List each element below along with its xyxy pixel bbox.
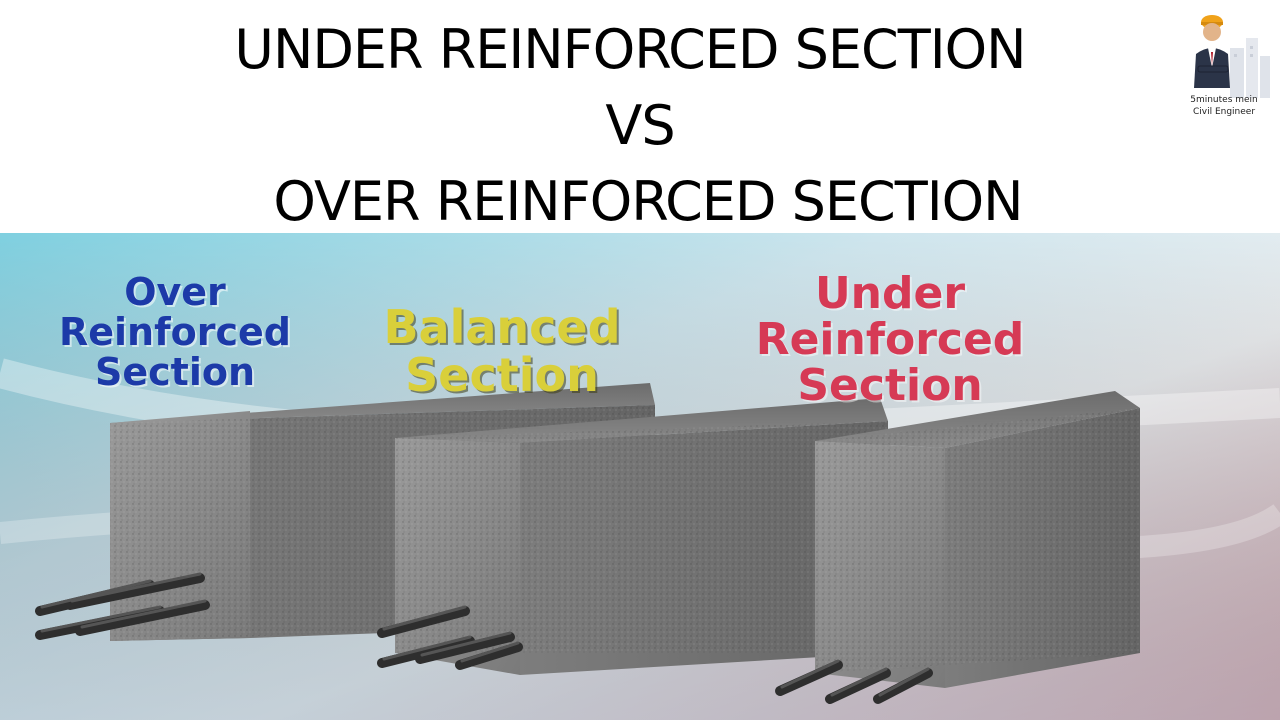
logo-caption-line-1: 5minutes mein [1190,95,1258,105]
logo-caption: 5minutes mein Civil Engineer [1174,94,1274,118]
balanced-label: Balanced Section [362,303,642,400]
over-label-line-2: Reinforced [59,309,291,354]
logo-caption-line-2: Civil Engineer [1192,107,1256,117]
balanced-label-line-1: Balanced [383,300,621,354]
title-line-2: VS [605,94,675,157]
title-line-1: UNDER REINFORCED SECTION [234,18,1026,81]
title-line-3: OVER REINFORCED SECTION [273,170,1023,233]
under-label-line-2: Reinforced [755,314,1025,366]
beam-illustration: Over Reinforced Section Balanced Section… [0,233,1280,720]
engineer-logo-icon [1194,15,1270,98]
over-reinforced-label: Over Reinforced Section [40,270,310,394]
beam-illustration-graphic [0,233,1280,720]
balanced-beam [377,398,888,675]
under-reinforced-beam [775,391,1140,704]
over-label-line-3: Section [94,349,255,394]
under-reinforced-label: Under Reinforced Section [720,268,1060,412]
header: UNDER REINFORCED SECTION VS OVER REINFOR… [0,0,1280,233]
under-label-line-3: Section [797,360,983,412]
balanced-label-line-2: Section [405,348,599,403]
over-label-line-1: Over [124,270,226,314]
under-label-line-1: Under [814,268,966,319]
